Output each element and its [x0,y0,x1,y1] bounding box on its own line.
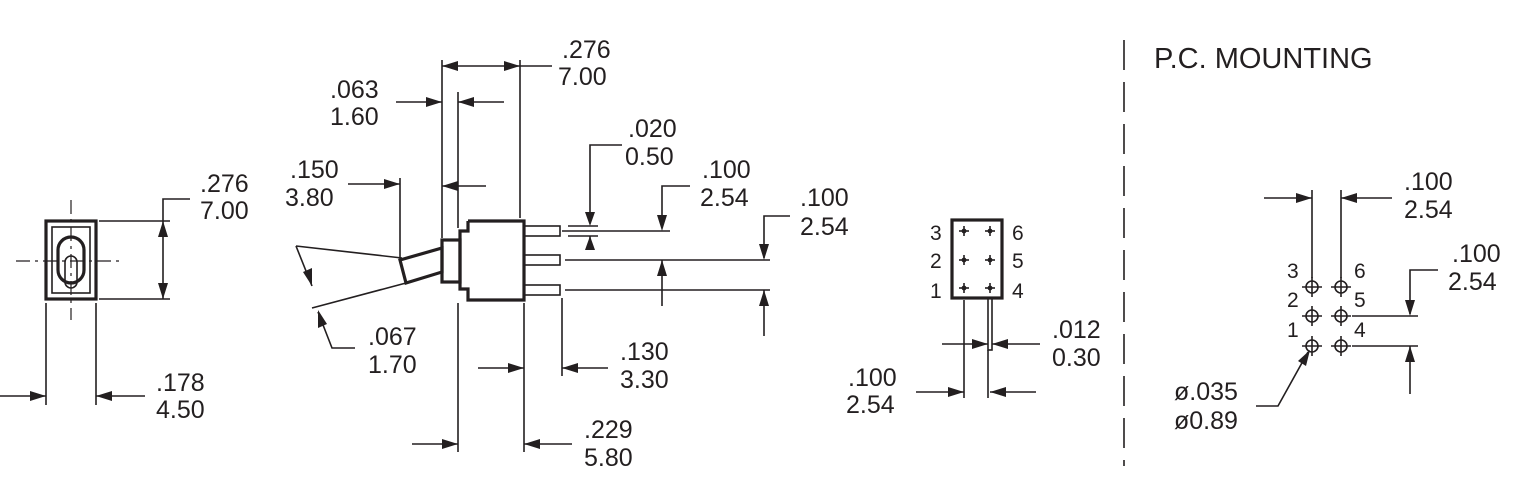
term-pitch1-mm: 2.54 [700,184,749,212]
lever-dia-in: .067 [368,323,417,351]
bottom-body-outline [950,218,1004,300]
body-depth-mm: 7.00 [558,63,607,91]
pin-thk-in: .012 [1052,316,1101,344]
lever-dia-mm: 1.70 [368,351,417,379]
pcb-pin-label-3: 3 [1287,260,1299,283]
hole-3 [1302,277,1322,297]
body-len-mm: 5.80 [584,444,633,472]
bushing [440,238,462,284]
pin-6-marker [985,226,995,236]
term-pitch2-mm: 2.54 [800,213,849,241]
bottom-pin-label-4: 4 [1012,280,1024,303]
term-len-mm: 3.30 [620,366,669,394]
term-thk-in: .020 [628,115,677,143]
front-width-mm: 4.50 [156,396,205,424]
pin-profile [987,297,993,351]
terminal-mid [523,254,561,266]
hole-6 [1331,277,1351,297]
pcb-mounting-view: P.C. MOUNTING 3 2 1 6 5 4 .100 2.54 .100 [1154,43,1501,435]
front-view: .276 7.00 .178 4.50 [0,170,249,424]
front-height-in: .276 [200,170,249,198]
lever-offset-in: .063 [330,76,379,104]
bottom-view: 3 2 1 6 5 4 .012 0.30 .100 2.54 [846,218,1101,419]
body-depth-in: .276 [562,36,611,64]
terminal-bottom [523,284,561,296]
hole-5 [1331,306,1351,326]
pcb-pin-label-5: 5 [1354,289,1366,312]
row-pitch-mm: 2.54 [846,391,895,419]
pcb-pin-label-1: 1 [1287,319,1299,342]
pin-2-marker [959,255,969,265]
pin-3-marker [959,226,969,236]
term-len-in: .130 [620,338,669,366]
pcb-pin-label-4: 4 [1354,319,1366,342]
lever-len-mm: 3.80 [285,184,334,212]
toggle-lever [398,245,444,286]
pcb-mounting-title: P.C. MOUNTING [1154,43,1373,75]
term-pitch1-in: .100 [702,156,751,184]
front-width-in: .178 [156,369,205,397]
hole-dia-in: ø.035 [1174,378,1238,406]
pcb-pin-label-6: 6 [1354,260,1366,283]
bottom-pin-label-3: 3 [930,222,942,245]
pcb-row-mm: 2.54 [1448,268,1497,296]
lever-len-in: .150 [290,156,339,184]
pcb-col-mm: 2.54 [1404,196,1453,224]
bottom-pin-label-1: 1 [930,280,942,303]
pin-5-marker [985,255,995,265]
front-height-mm: 7.00 [200,197,249,225]
bottom-pin-label-2: 2 [930,250,942,273]
term-thk-mm: 0.50 [625,143,674,171]
bottom-pin-label-5: 5 [1012,250,1024,273]
bottom-pins [959,226,995,293]
term-pitch2-in: .100 [800,184,849,212]
bottom-pin-label-6: 6 [1012,222,1024,245]
hole-dia-mm: ø0.89 [1174,407,1238,435]
pcb-holes [1302,277,1351,356]
side-view: .276 7.00 .063 1.60 .150 3.80 .067 1.70 … [285,36,849,472]
terminal-top [523,225,561,237]
pin-thk-mm: 0.30 [1052,344,1101,372]
pcb-pin-label-2: 2 [1287,289,1299,312]
lever-offset-mm: 1.60 [330,103,379,131]
switch-body [458,219,526,302]
pcb-row-in: .100 [1452,240,1501,268]
pin-1-marker [959,283,969,293]
hole-2 [1302,306,1322,326]
pcb-col-in: .100 [1404,168,1453,196]
hole-1 [1302,336,1322,356]
hole-4 [1331,336,1351,356]
body-len-in: .229 [584,416,633,444]
row-pitch-in: .100 [848,364,897,392]
pin-4-marker [985,283,995,293]
